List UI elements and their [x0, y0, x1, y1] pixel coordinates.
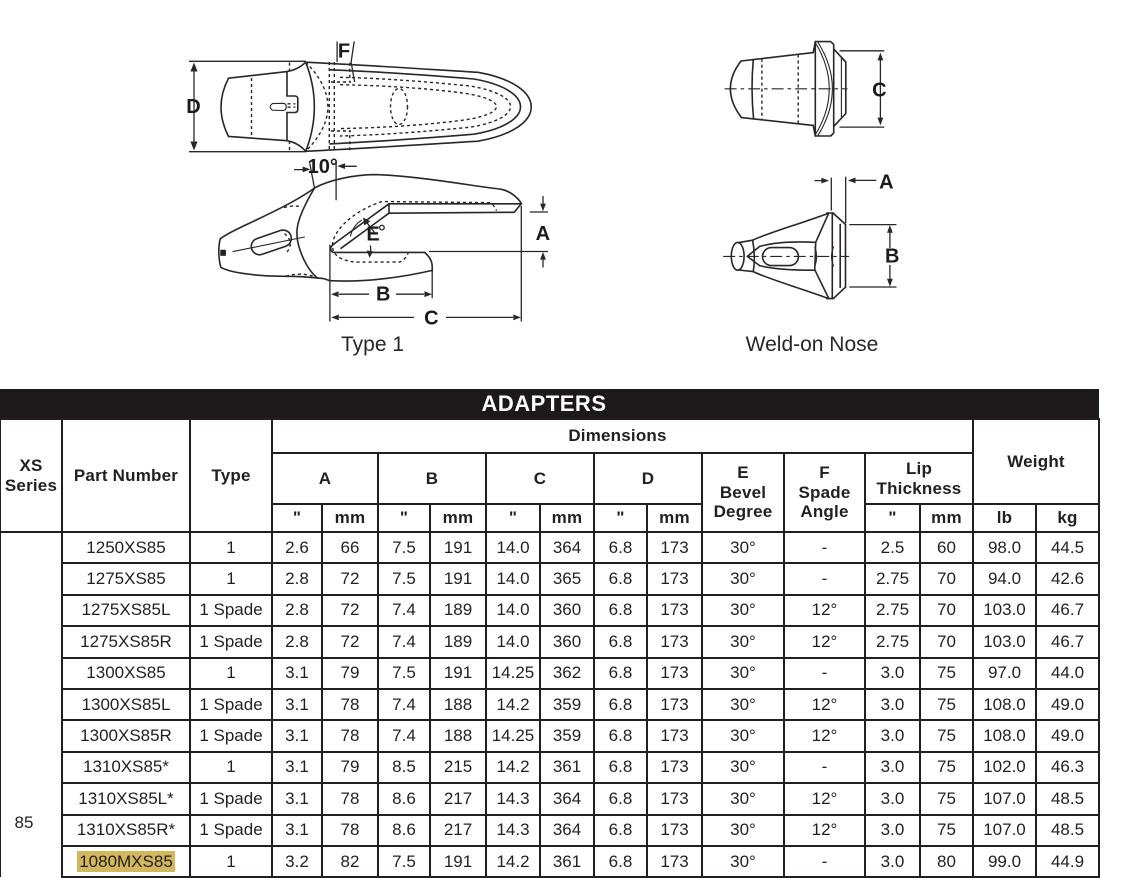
- svg-text:10°: 10°: [308, 156, 338, 178]
- svg-text:A: A: [879, 171, 893, 193]
- svg-text:C: C: [872, 79, 886, 101]
- svg-text:Weld-on Nose: Weld-on Nose: [746, 333, 879, 356]
- svg-text:Type 1: Type 1: [341, 333, 404, 356]
- svg-text:B: B: [376, 283, 390, 305]
- svg-text:B: B: [885, 245, 899, 267]
- svg-text:D: D: [186, 96, 200, 118]
- svg-text:A: A: [536, 223, 550, 245]
- svg-text:C: C: [424, 307, 438, 329]
- svg-text:F: F: [338, 41, 350, 63]
- svg-text:E: E: [366, 223, 379, 245]
